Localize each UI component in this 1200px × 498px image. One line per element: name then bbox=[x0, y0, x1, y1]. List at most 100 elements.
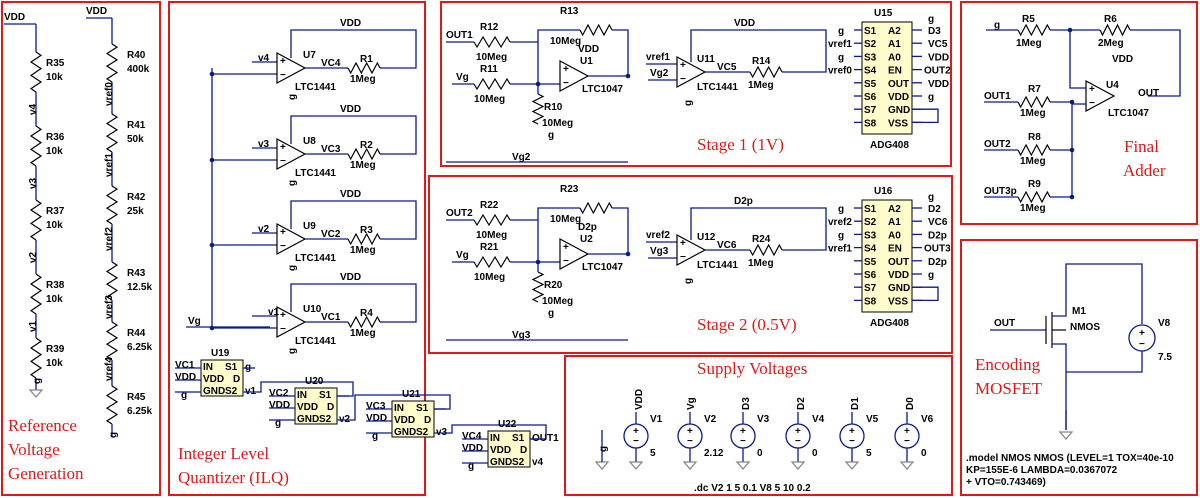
comparator-vdd-label: VDD bbox=[340, 104, 361, 115]
switch-ctrl-label: VC3 bbox=[366, 401, 386, 412]
frame-supply bbox=[564, 355, 953, 496]
adder-input-rvalue: 1Meg bbox=[1020, 108, 1046, 119]
stage2-mux-pin-right: A1 bbox=[888, 217, 901, 228]
stage1-mux-left-net: vref0 bbox=[828, 66, 852, 77]
comparator-part: LTC1441 bbox=[295, 168, 336, 179]
ladder-right-tap: vref2 bbox=[104, 227, 115, 251]
supply-gnd-left bbox=[594, 461, 610, 470]
supply-plus-icon: + bbox=[633, 426, 639, 437]
supply-name: V3 bbox=[757, 414, 770, 425]
ladder-left-rname: R37 bbox=[46, 206, 65, 217]
supply-name: V6 bbox=[921, 414, 934, 425]
adder-input-resistor bbox=[1017, 143, 1051, 157]
supply-net-label: D1 bbox=[850, 397, 861, 410]
adder-r5-value: 1Meg bbox=[1016, 38, 1042, 49]
ladder-left-resistor bbox=[29, 337, 43, 379]
stage1-cmp-out-label: VC5 bbox=[717, 62, 737, 73]
switch-pin-gnd: GND bbox=[203, 386, 225, 397]
supply-value: 5 bbox=[866, 448, 872, 459]
stage1-mux-left-net: g bbox=[838, 26, 844, 37]
reference-ladders: VDDR3510kv4R3610kv3R3710kv2R3810kv1R3910… bbox=[4, 6, 152, 438]
stage2-cmp-minus: − bbox=[680, 252, 686, 263]
stage1-title: Stage 1 (1V) bbox=[697, 135, 784, 154]
switch-name: U20 bbox=[305, 376, 324, 387]
adder-input-resistor bbox=[1017, 190, 1051, 204]
switch-pin-in: IN bbox=[490, 433, 500, 444]
stage1-mux-gnd-wire bbox=[912, 108, 939, 124]
stage2-mux-pin-right: VSS bbox=[888, 296, 908, 307]
stage2-amp-part: LTC1047 bbox=[582, 262, 623, 273]
stage1-bottom-net: Vg2 bbox=[512, 152, 531, 163]
supply-value: 0 bbox=[921, 448, 927, 459]
stage1-cmp bbox=[676, 55, 707, 89]
stage2-mux-pin-left: S5 bbox=[864, 257, 877, 268]
adder-r5-name: R5 bbox=[1022, 14, 1035, 25]
supply-name: V2 bbox=[704, 414, 717, 425]
stage1-r-in1-value: 10Meg bbox=[476, 52, 507, 63]
stage2-amp-vdd: D2p bbox=[578, 222, 597, 233]
supply-net-label: Vg bbox=[686, 397, 697, 410]
supply-minus-icon: − bbox=[849, 436, 855, 447]
ladder-left-rvalue: 10k bbox=[46, 146, 63, 157]
adder-title-1: Final bbox=[1124, 137, 1159, 156]
switch-body bbox=[200, 359, 244, 397]
comparator-symbol-minus: − bbox=[280, 241, 286, 252]
supply-gnd bbox=[899, 461, 915, 470]
adder-vdd: VDD bbox=[1112, 54, 1133, 65]
frame-mosfet bbox=[960, 239, 1198, 496]
comparator-resistor bbox=[347, 147, 381, 161]
ladder-right-rvalue: 12.5k bbox=[127, 282, 152, 293]
stage2-mux-pin-left: S7 bbox=[864, 283, 877, 294]
supply-gnd bbox=[735, 461, 751, 470]
comparator-gnd-label: g bbox=[287, 180, 298, 186]
stage2-r-in1 bbox=[473, 213, 511, 227]
stage2-in2-label: Vg bbox=[456, 250, 469, 261]
supply-plus-icon: + bbox=[795, 426, 801, 437]
stage2-mux-left-net: vref1 bbox=[828, 244, 852, 255]
switch-pin-gnd: GND bbox=[490, 457, 512, 468]
supply-gnd bbox=[844, 461, 860, 470]
stage2-r-in2 bbox=[473, 255, 511, 269]
stage2-r-gnd-name: R20 bbox=[544, 280, 563, 291]
switch-pin-gnd: GND bbox=[297, 414, 319, 425]
stage1-r-in2 bbox=[473, 77, 511, 91]
switch-pin-in: IN bbox=[394, 403, 404, 414]
comparator-input-label: v4 bbox=[258, 53, 270, 64]
switch-gnd-label: g bbox=[468, 461, 474, 472]
comparator-vdd-label: VDD bbox=[340, 189, 361, 200]
comparator-symbol-plus: + bbox=[280, 56, 286, 67]
stage1-r-in2-value: 10Meg bbox=[474, 94, 505, 105]
ladder-left-resistor bbox=[29, 125, 43, 167]
stage2-cmp-part: LTC1441 bbox=[697, 260, 738, 271]
stage2-cmp-plus: + bbox=[680, 238, 686, 249]
comparator-part: LTC1441 bbox=[295, 253, 336, 264]
stage2-cmp-out-label: VC6 bbox=[717, 240, 737, 251]
supply-title: Supply Voltages bbox=[697, 359, 807, 378]
supply-value: 5 bbox=[650, 448, 656, 459]
switch-s1-label: OUT1 bbox=[532, 433, 559, 444]
ladder-right-tap: vref4 bbox=[104, 357, 115, 381]
switch-pin-gnd: GND bbox=[394, 427, 416, 438]
switch-pin-d: D bbox=[424, 415, 431, 426]
stage1-pullup-wire bbox=[690, 29, 827, 73]
mosfet-title-1: Encoding bbox=[975, 355, 1041, 374]
switch-pin-vdd: VDD bbox=[394, 415, 415, 426]
switch-body bbox=[294, 387, 338, 425]
supply-plus-icon: + bbox=[687, 426, 693, 437]
mosfet-title-2: MOSFET bbox=[975, 379, 1043, 398]
stage2-mux-right-net: D2p bbox=[928, 257, 947, 268]
adder-neg-wire bbox=[1069, 30, 1086, 89]
ref-title-3: Generation bbox=[8, 464, 84, 483]
ladder-left-rname: R39 bbox=[46, 344, 65, 355]
switch-pin-s2: S2 bbox=[512, 457, 525, 468]
switch-gnd-label: g bbox=[275, 418, 281, 429]
stage1-mux-right-net: VC5 bbox=[928, 39, 948, 50]
stage2-fb-left bbox=[537, 207, 580, 220]
adder-input-label: OUT3p bbox=[984, 186, 1017, 197]
ilq-comparators: v4+−U7VC4LTC1441gR11MegVDDv3+−U8VC3LTC14… bbox=[209, 18, 417, 354]
switch-chain-wire bbox=[243, 381, 354, 397]
adder-amp-plus: + bbox=[1089, 84, 1095, 95]
ladder-left-gnd-label: g bbox=[32, 378, 43, 384]
comparator-symbol-plus: + bbox=[280, 310, 286, 321]
